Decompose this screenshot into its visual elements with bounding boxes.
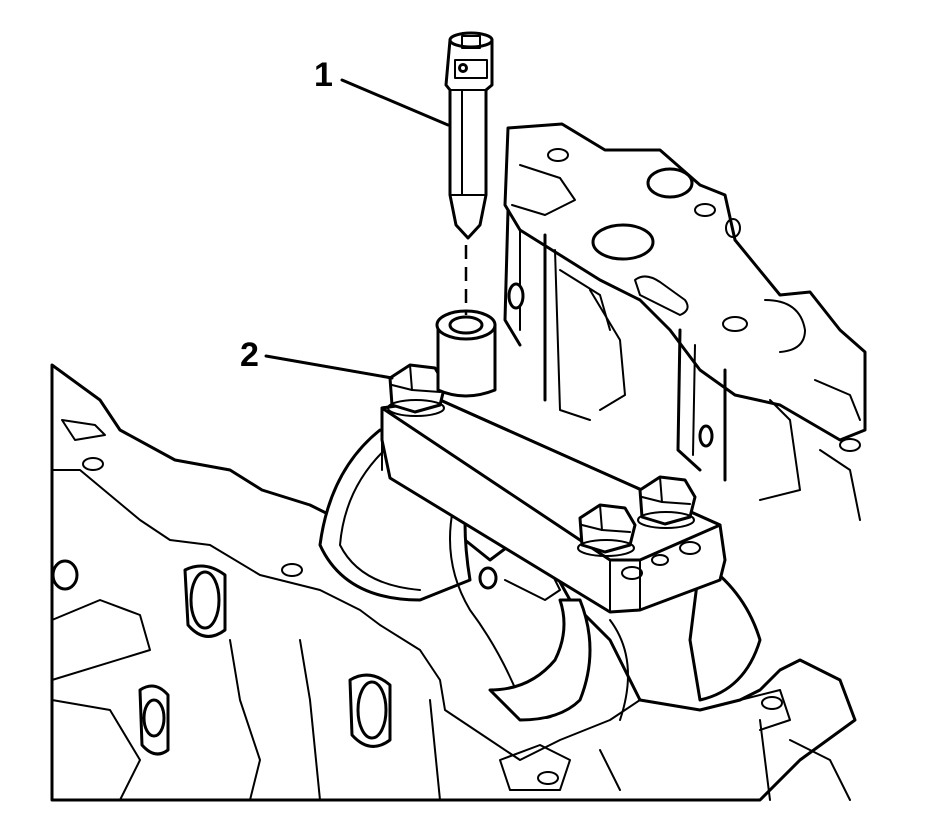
upper-block-section [503, 122, 867, 521]
leader-line-1 [340, 78, 450, 127]
guide-sleeve [435, 309, 497, 398]
installer-tool [444, 31, 494, 240]
installer-plate [380, 398, 727, 614]
callout-number-1: 1 [314, 56, 333, 94]
bolt-left [387, 363, 447, 417]
bolt-center [577, 503, 637, 557]
bolt-right [637, 475, 697, 529]
callout-number-2: 2 [240, 336, 259, 374]
leader-line-2 [264, 354, 394, 380]
